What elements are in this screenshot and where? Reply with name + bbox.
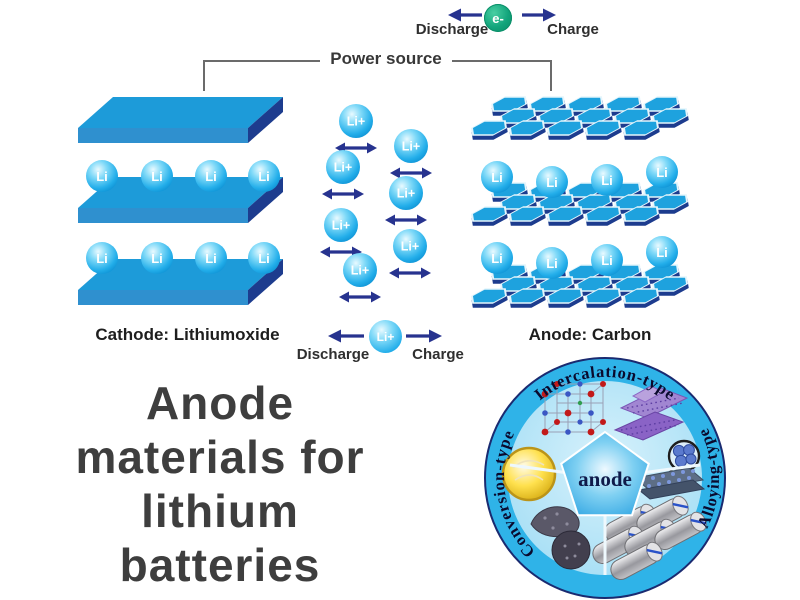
top-charge-label: Charge <box>547 21 599 38</box>
anode-illustration: Li Li Li Li Li Li Li Li <box>450 88 715 318</box>
svg-text:Li: Li <box>491 170 503 185</box>
cathode-layer <box>78 97 283 143</box>
title-line: Anode <box>145 377 295 429</box>
svg-text:Li: Li <box>546 256 558 271</box>
li-ion: Li+ <box>337 253 383 305</box>
anode-types-wheel: anode Intercalation-type Conversion-type… <box>484 357 726 599</box>
li-atom: Li <box>141 242 173 274</box>
svg-text:Li+: Li+ <box>402 140 420 154</box>
svg-text:Li+: Li+ <box>332 219 350 233</box>
bottom-discharge-label: Discharge <box>296 346 370 363</box>
gold-particle-illustration <box>501 446 557 502</box>
li-ion: Li+ <box>318 208 364 260</box>
svg-text:Li: Li <box>601 253 613 268</box>
li-atom: Li <box>591 164 623 196</box>
svg-text:Li+: Li+ <box>347 115 365 129</box>
svg-text:Li: Li <box>96 251 108 266</box>
wheel-center-label: anode <box>578 467 632 491</box>
double-arrow-icon <box>387 265 433 281</box>
bottom-discharge-arrow-icon <box>328 329 364 343</box>
double-arrow-icon <box>320 186 366 202</box>
graphene-sheets-illustration <box>613 385 689 441</box>
layered-alloy-illustration <box>633 467 706 500</box>
li-atom: Li <box>646 156 678 188</box>
anode-pentagon <box>560 430 650 517</box>
svg-text:Li: Li <box>656 165 668 180</box>
crystal-lattice-illustration <box>541 381 606 436</box>
lattice-atom <box>577 400 583 406</box>
li-ion: Li+ <box>383 176 429 228</box>
electron-icon: e- <box>484 4 512 32</box>
li-atom: Li <box>481 242 513 274</box>
anode-label: Anode: Carbon <box>528 325 652 344</box>
bottom-charge-arrow-icon <box>406 329 442 343</box>
svg-text:Li+: Li+ <box>351 264 369 278</box>
svg-text:Li: Li <box>601 173 613 188</box>
svg-text:Li: Li <box>151 251 163 266</box>
li-atom: Li <box>86 160 118 192</box>
li-ion: Li+ <box>333 104 379 156</box>
double-arrow-icon <box>383 212 429 228</box>
title-line: materials for <box>75 431 365 483</box>
svg-text:Li: Li <box>258 251 270 266</box>
li-atom: Li <box>195 242 227 274</box>
svg-text:Li+: Li+ <box>397 187 415 201</box>
svg-text:Li: Li <box>96 169 108 184</box>
top-charge-arrow-icon <box>522 8 556 22</box>
svg-text:Li: Li <box>546 175 558 190</box>
top-discharge-arrow-icon <box>448 8 482 22</box>
li-ion: Li+ <box>369 320 402 353</box>
li-ion: Li+ <box>387 229 433 281</box>
li-atom: Li <box>141 160 173 192</box>
cathode-illustration: Li Li Li Li Li Li Li Li <box>78 97 283 305</box>
li-atom: Li <box>536 247 568 279</box>
double-arrow-icon <box>337 289 383 305</box>
svg-text:Li+: Li+ <box>401 240 419 254</box>
title-line: lithium <box>141 485 299 537</box>
li-atom: Li <box>248 242 280 274</box>
svg-text:Li: Li <box>258 169 270 184</box>
li-atom: Li <box>86 242 118 274</box>
power-source-label: Power source <box>320 49 452 69</box>
title-line: batteries <box>119 539 321 591</box>
bottom-charge-label: Charge <box>412 346 464 363</box>
top-discharge-label: Discharge <box>415 21 489 38</box>
cathode-label: Cathode: Lithiumoxide <box>95 325 280 344</box>
page-title: Anode materials for lithium batteries <box>20 376 420 592</box>
li-atom: Li <box>481 161 513 193</box>
svg-text:Li: Li <box>491 251 503 266</box>
svg-text:Li: Li <box>151 169 163 184</box>
li-ion-flow-illustration: Li+ Li+ Li+ Li+ Li+ Li+ Li+ <box>318 104 442 343</box>
li-atom: Li <box>536 166 568 198</box>
li-atom: Li <box>248 160 280 192</box>
li-atom: Li <box>646 236 678 268</box>
li-atom: Li <box>195 160 227 192</box>
li-ion-symbol: Li+ <box>376 329 395 344</box>
li-ion: Li+ <box>320 150 366 202</box>
svg-text:Li: Li <box>656 245 668 260</box>
carbon-sheet <box>463 97 707 139</box>
svg-text:Li: Li <box>205 169 217 184</box>
electron-symbol: e- <box>492 10 504 26</box>
svg-text:Li+: Li+ <box>334 161 352 175</box>
li-atom: Li <box>591 244 623 276</box>
li-ion: Li+ <box>388 129 434 181</box>
dark-particles-illustration <box>530 506 591 570</box>
svg-text:Li: Li <box>205 251 217 266</box>
